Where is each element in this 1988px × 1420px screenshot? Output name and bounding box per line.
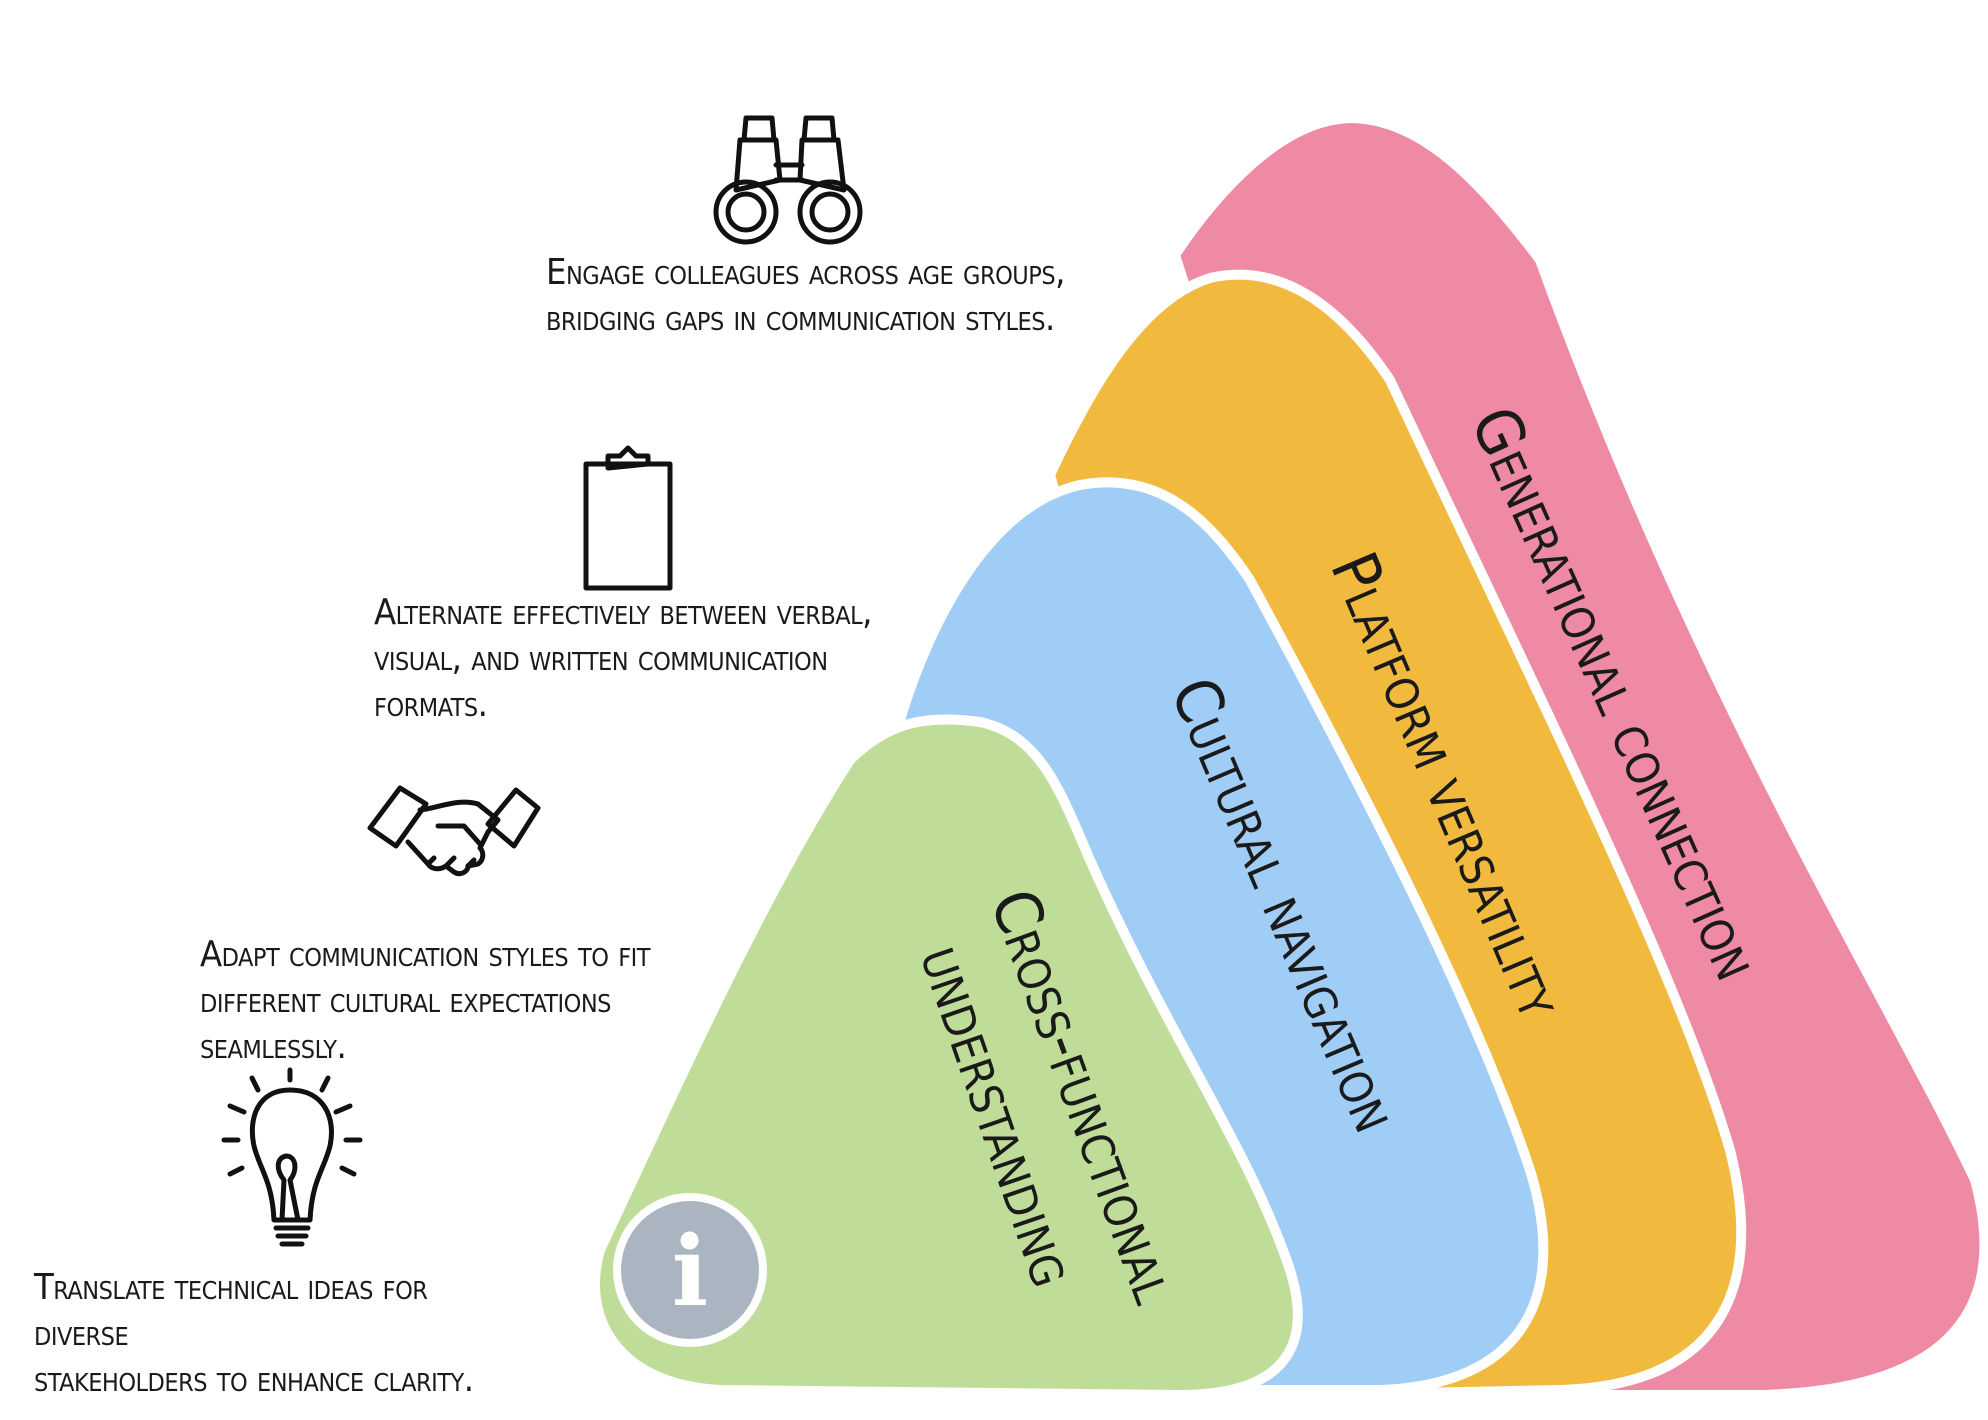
description-platform-versatility: Alternate effectively between verbal, vi… <box>374 592 872 725</box>
lightbulb-icon <box>221 1067 363 1247</box>
clipboard-icon <box>583 445 673 591</box>
band-cross-functional-understanding <box>590 714 1303 1401</box>
info-glyph: i <box>672 1215 708 1328</box>
handshake-icon <box>367 785 541 877</box>
description-generational-connection: Engage colleagues across age groups, bri… <box>546 252 1065 339</box>
binoculars-icon <box>713 115 863 245</box>
description-cross-functional-understanding: Translate technical ideas for diverse st… <box>34 1267 474 1400</box>
description-cultural-navigation: Adapt communication styles to fit differ… <box>200 934 651 1067</box>
info-icon[interactable]: i <box>613 1193 767 1347</box>
